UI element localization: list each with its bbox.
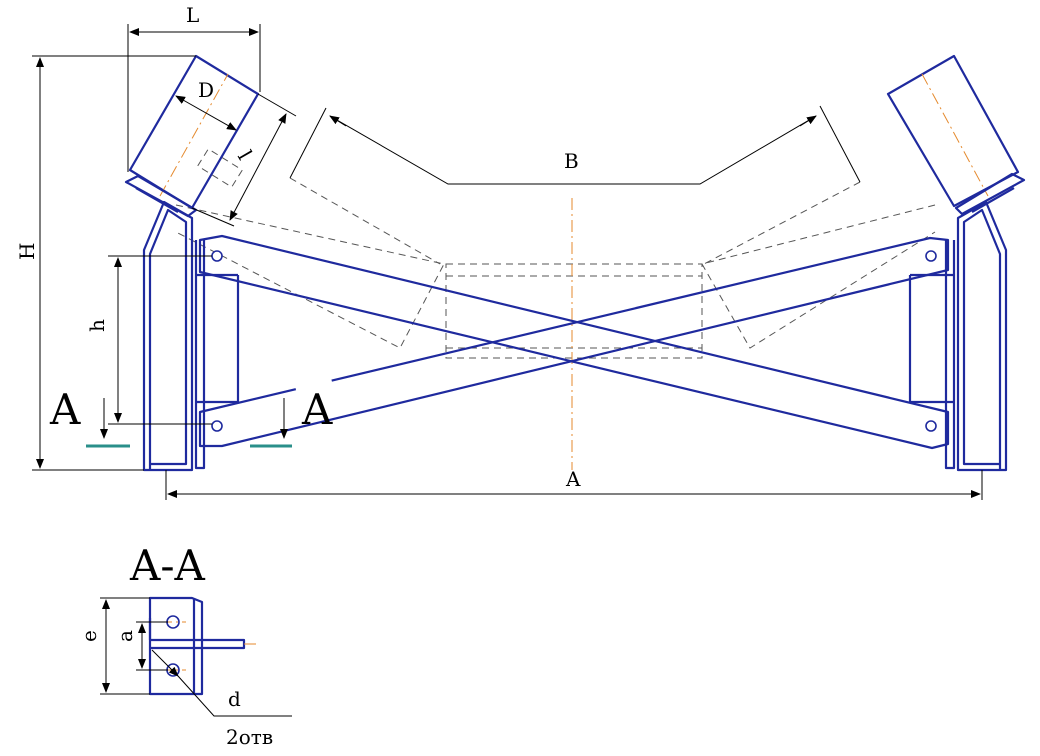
right-roller bbox=[886, 54, 1026, 216]
hole-icon bbox=[925, 420, 937, 432]
center-roller-hidden bbox=[445, 263, 703, 359]
section-cut-left: A bbox=[49, 385, 130, 448]
dim-D: D bbox=[175, 78, 237, 131]
dim-B-label: B bbox=[564, 149, 579, 173]
dim-L-label: L bbox=[186, 3, 199, 27]
dim-l-label: l bbox=[233, 146, 257, 164]
dim-a-label: a bbox=[113, 630, 137, 642]
dim-A-label: A bbox=[565, 467, 581, 491]
dim-A: A bbox=[165, 467, 983, 500]
dim-L: L bbox=[127, 3, 261, 172]
left-roller bbox=[124, 54, 260, 218]
bar-descending bbox=[198, 234, 950, 450]
cut-left-label: A bbox=[49, 385, 81, 434]
hole-icon bbox=[925, 250, 937, 262]
dim-H-label: H bbox=[15, 243, 39, 260]
cross-bars bbox=[198, 234, 950, 450]
dim-B: B bbox=[289, 105, 861, 185]
hole-icon bbox=[211, 250, 223, 262]
section-cut-right: A bbox=[250, 385, 333, 448]
dim-h-label: h bbox=[85, 319, 109, 332]
holes-note: 2отв bbox=[226, 725, 273, 749]
dim-e-label: e bbox=[77, 630, 101, 642]
section-title: A-A bbox=[129, 541, 206, 590]
dim-D-label: D bbox=[198, 78, 214, 102]
bar-ascending bbox=[198, 236, 950, 448]
dim-d-label: d bbox=[228, 687, 241, 711]
right-roller-hidden bbox=[701, 204, 936, 349]
dim-H: H bbox=[15, 55, 196, 471]
section-AA: A-A e a d 2отв bbox=[77, 541, 292, 749]
left-roller-hidden bbox=[175, 204, 445, 349]
cut-right-label: A bbox=[301, 385, 333, 434]
hole-icon bbox=[211, 420, 223, 432]
dim-h: h bbox=[85, 255, 212, 425]
hidden-lines bbox=[175, 148, 936, 359]
left-stand bbox=[142, 200, 240, 472]
right-stand bbox=[908, 200, 1008, 472]
